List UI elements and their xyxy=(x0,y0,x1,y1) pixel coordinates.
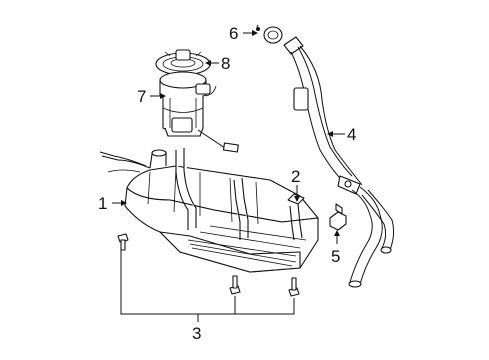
callout-8: 8 xyxy=(221,54,230,73)
leader-lines xyxy=(112,30,345,322)
callout-3: 3 xyxy=(192,324,201,343)
tank-strap-icon xyxy=(175,148,305,241)
callout-5: 5 xyxy=(331,247,340,266)
callout-2: 2 xyxy=(291,167,300,186)
callout-6: 6 xyxy=(229,24,238,43)
filler-pipe-icon xyxy=(283,36,395,288)
fuel-tank-icon xyxy=(99,149,319,273)
pump-seal-icon xyxy=(155,49,211,76)
lock-ring-icon xyxy=(256,24,283,44)
callout-7: 7 xyxy=(137,87,146,106)
bolt-icon xyxy=(117,233,300,297)
callout-1: 1 xyxy=(98,194,107,213)
callout-4: 4 xyxy=(347,125,356,144)
nut-icon xyxy=(329,203,347,231)
fuel-pump-module-icon xyxy=(159,71,239,153)
